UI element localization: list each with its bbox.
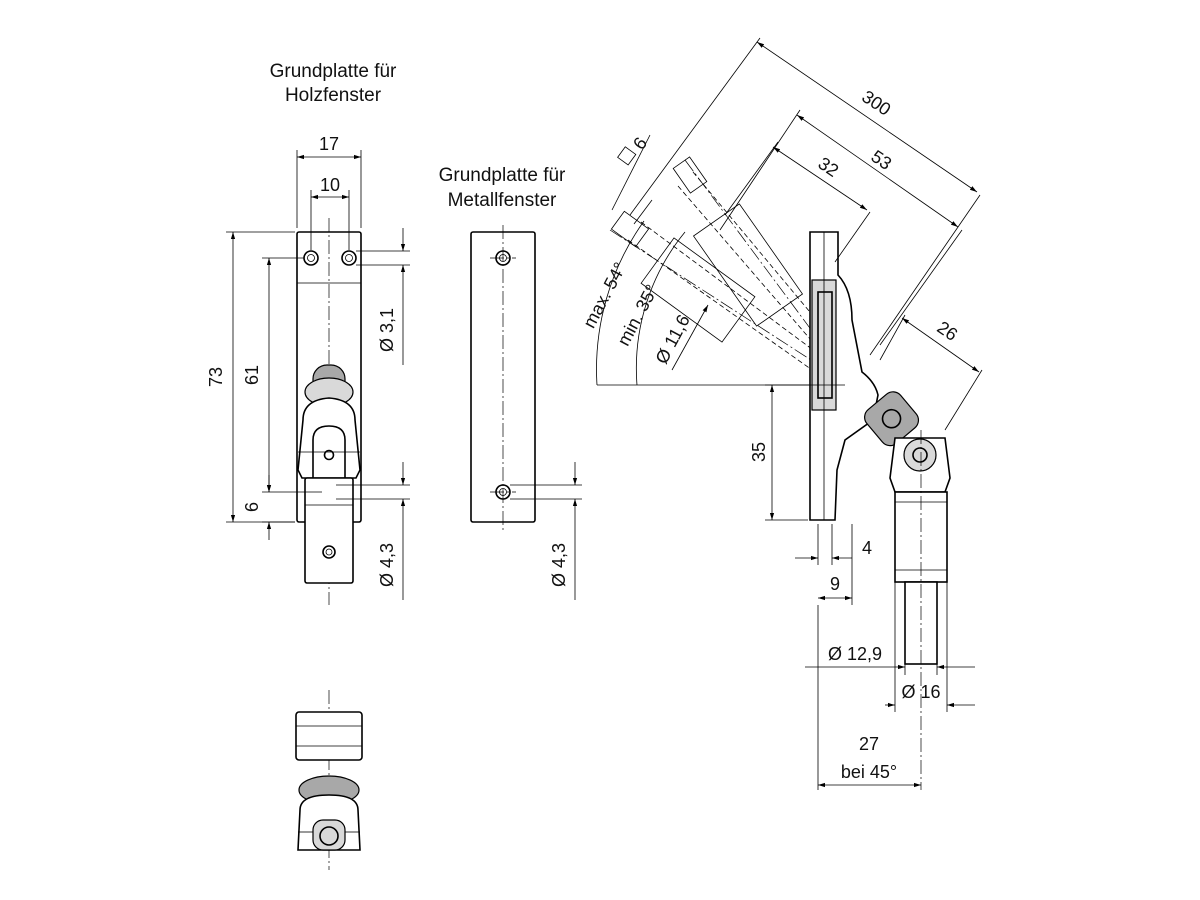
dim-61: 61 [242,365,262,385]
dim-53: 53 [867,146,895,174]
dim-26: 26 [933,317,961,345]
rod [304,477,354,584]
dim-dia-16: Ø 16 [901,682,940,702]
dim-10: 10 [320,175,340,195]
dim-square-6: 6 [629,134,651,154]
metal-title-line2: Metallfenster [448,190,557,211]
dim-35: 35 [749,442,769,462]
dim-dia-4-3-metal: Ø 4,3 [549,543,569,587]
wood-plate-front-view: 17 10 73 61 6 Ø 3,1 Ø 4,3 [206,134,410,605]
top-hole-right [341,250,357,266]
dim-dia-3-1: Ø 3,1 [377,308,397,352]
dim-dia-4-3-wood: Ø 4,3 [377,543,397,587]
dim-6: 6 [242,502,262,512]
metal-top-hole [495,250,511,266]
side-view: 300 53 32 6 max. 54° min. 35° Ø 11,6 26 … [579,37,983,790]
dim-17: 17 [319,134,339,154]
metal-plate-front-view: Ø 4,3 [470,225,582,600]
metal-bottom-hole [495,484,511,500]
wood-plate-title: Grundplatte für Holzfenster [270,61,397,106]
metal-title-line1: Grundplatte für [439,165,566,186]
bottom-view [295,690,363,870]
dim-73: 73 [206,367,226,387]
pivot-pin [323,449,335,461]
metal-plate-title: Grundplatte für Metallfenster [439,165,566,211]
bottom-view-sleeve [295,711,363,761]
dim-4: 4 [862,538,872,558]
dim-min-35: min. 35° [613,281,662,349]
dim-dia-12-9: Ø 12,9 [828,644,882,664]
wood-title-line2: Holzfenster [285,85,382,106]
rod-hole [322,545,336,559]
top-hole-left [303,250,319,266]
dim-dia-11-6: Ø 11,6 [652,311,694,367]
side-joint [864,391,920,447]
dim-32: 32 [814,153,842,181]
dim-27: 27 [859,734,879,754]
dim-27-note: bei 45° [841,762,897,782]
fork-housing [297,397,361,479]
wood-title-line1: Grundplatte für [270,61,397,82]
dim-9: 9 [830,574,840,594]
